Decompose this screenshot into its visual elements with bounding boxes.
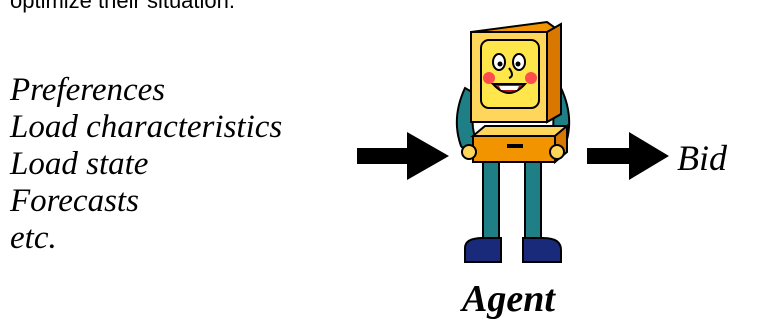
- agent-computer-character-icon: [455, 20, 571, 263]
- output-bid: Bid: [677, 138, 727, 178]
- input-item-preferences: Preferences: [10, 72, 166, 108]
- agent-inputs-list: Preferences Load characteristics Load st…: [10, 72, 282, 257]
- intro-text: optimize their situation.: [10, 0, 235, 13]
- input-arrow-icon: [357, 132, 449, 180]
- input-item-load-characteristics: Load characteristics: [10, 109, 283, 145]
- agent-label: Agent: [462, 278, 555, 320]
- input-item-etc: etc.: [10, 220, 57, 256]
- input-item-load-state: Load state: [10, 146, 149, 182]
- input-item-forecasts: Forecasts: [10, 183, 139, 219]
- output-arrow-icon: [587, 132, 669, 180]
